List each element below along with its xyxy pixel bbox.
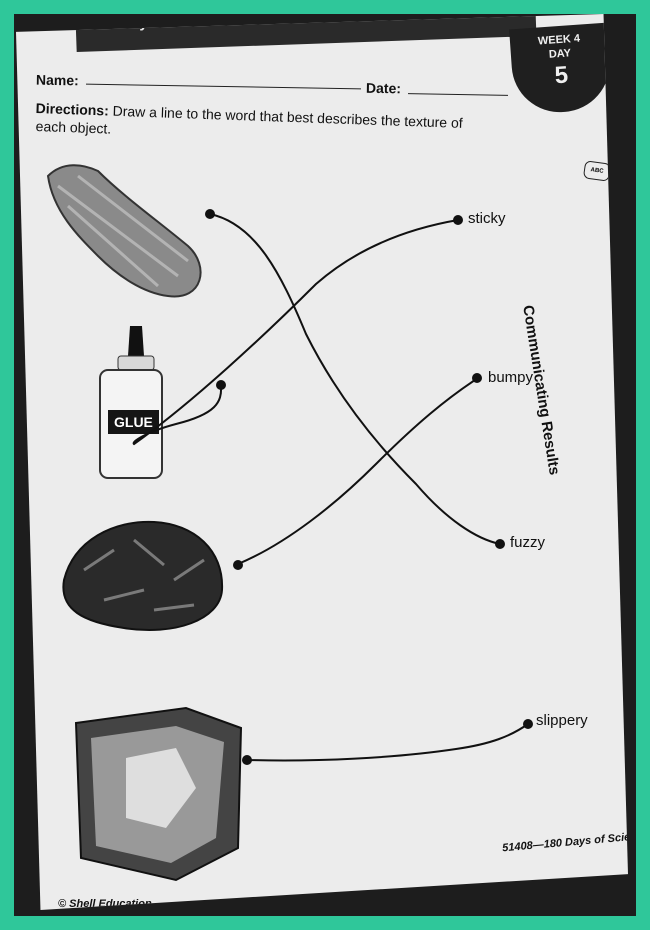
word-fuzzy: fuzzy [510, 534, 546, 551]
matching-lines [132, 209, 533, 765]
sock-image [46, 164, 202, 298]
ice-cube-image [74, 706, 243, 882]
word-slippery: slippery [536, 712, 588, 729]
dot-sticky[interactable] [453, 215, 463, 225]
line-glue-to-sticky [132, 219, 459, 446]
line-sock-to-fuzzy [209, 213, 501, 545]
word-sticky: sticky [468, 210, 506, 227]
rock-image [62, 520, 224, 632]
dot-ice[interactable] [242, 755, 252, 765]
dot-slippery[interactable] [523, 719, 533, 729]
word-bumpy: bumpy [488, 369, 534, 386]
dot-fuzzy[interactable] [495, 539, 505, 549]
dot-rock[interactable] [233, 560, 243, 570]
glue-bottle-image: GLUE [96, 322, 176, 482]
line-rock-to-bumpy [237, 377, 479, 565]
line-ice-to-slippery [247, 723, 529, 762]
worksheet-page: Physical Science WEEK 4 DAY 5 Name: Date… [16, 14, 628, 910]
glue-label: GLUE [108, 410, 159, 434]
dot-bumpy[interactable] [472, 373, 482, 383]
dot-sock[interactable] [205, 209, 215, 219]
dot-glue[interactable] [216, 380, 226, 390]
publisher-footer: © Shell Education [58, 898, 152, 910]
photo-frame: Physical Science WEEK 4 DAY 5 Name: Date… [14, 14, 636, 916]
